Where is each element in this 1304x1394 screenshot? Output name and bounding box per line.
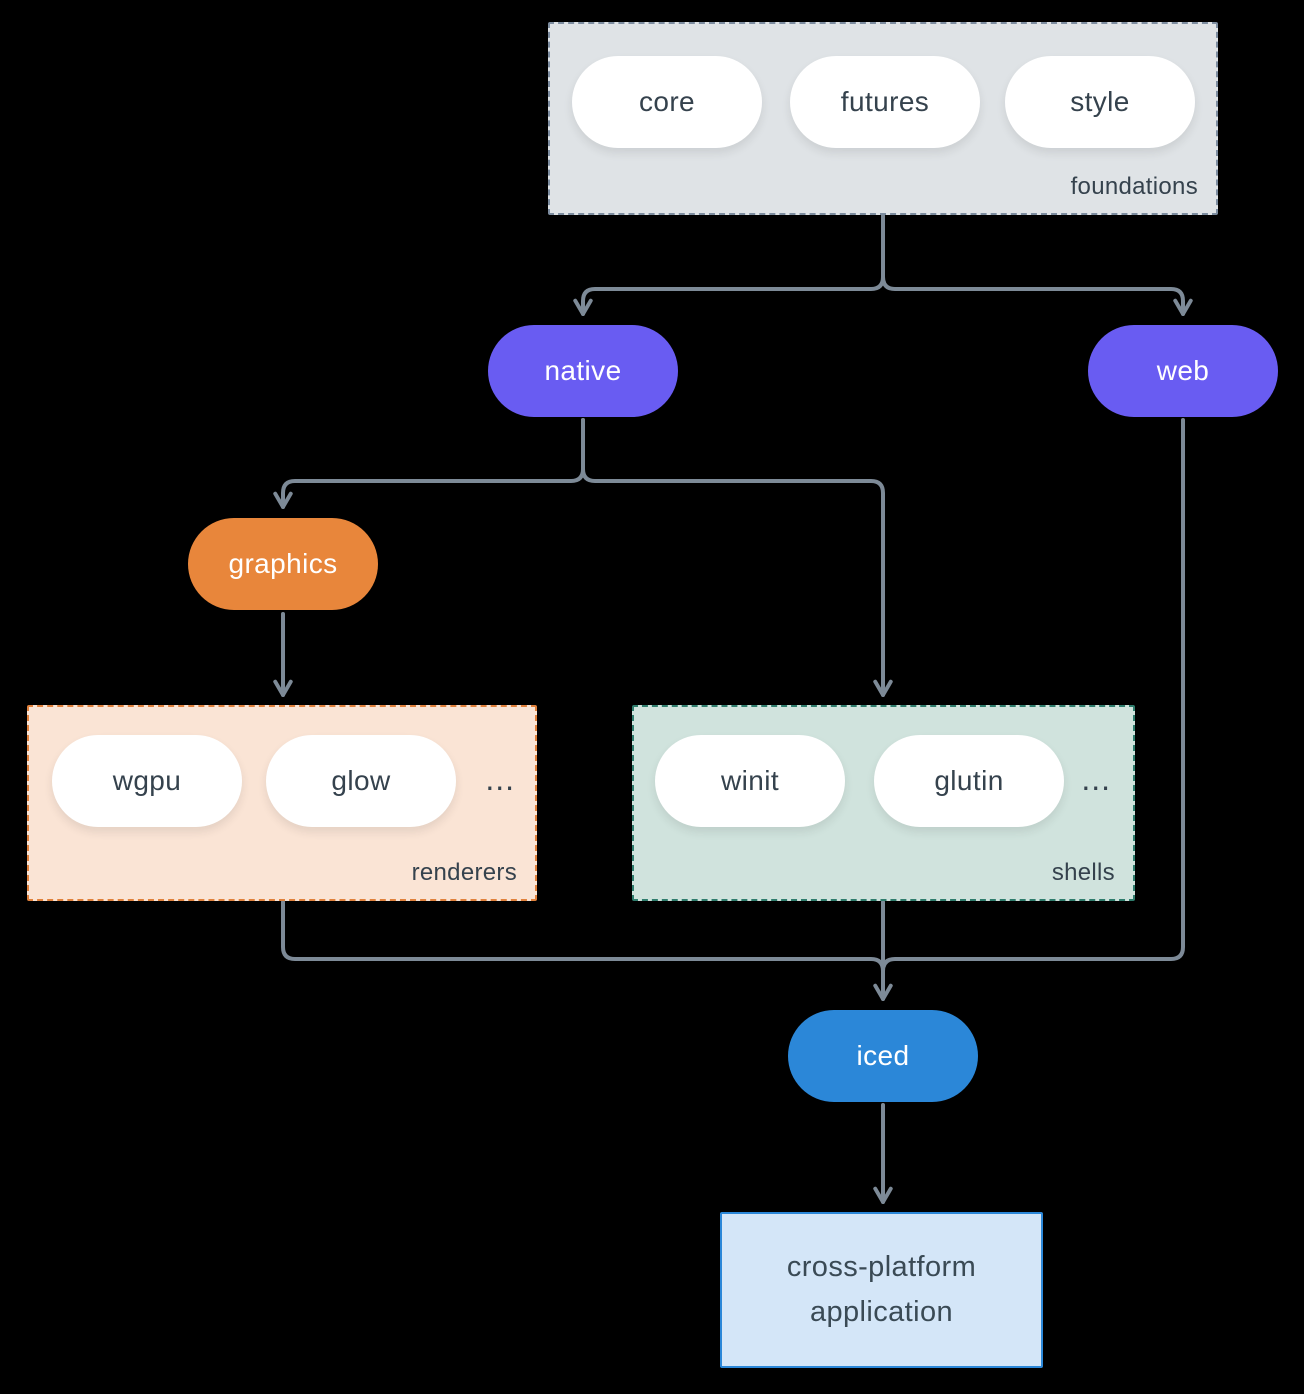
edge-native-graphics	[273, 418, 585, 509]
node-glow: glow	[266, 735, 456, 827]
edge-foundations-web	[881, 214, 1193, 316]
application-label-line1: cross-platform	[786, 1251, 977, 1283]
renderers-more-ellipsis: ...	[485, 761, 515, 797]
renderers-label: renderers	[411, 859, 517, 886]
shells-label: shells	[1051, 859, 1115, 886]
foundations-group: core futures style foundations	[548, 22, 1218, 215]
application-label-line2: application	[809, 1296, 954, 1328]
node-web: web	[1088, 325, 1278, 417]
edge-foundations-native	[573, 214, 885, 316]
edge-renderers-iced	[281, 900, 885, 973]
node-iced: iced	[788, 1010, 978, 1102]
foundations-label: foundations	[1070, 173, 1198, 200]
node-graphics: graphics	[188, 518, 378, 610]
node-core: core	[572, 56, 762, 148]
node-futures: futures	[790, 56, 980, 148]
node-style: style	[1005, 56, 1195, 148]
shells-more-ellipsis: ...	[1081, 761, 1111, 797]
edge-native-shells	[581, 418, 893, 697]
node-wgpu: wgpu	[52, 735, 242, 827]
node-winit: winit	[655, 735, 845, 827]
node-native: native	[488, 325, 678, 417]
shells-group: winit glutin ... shells	[632, 705, 1135, 901]
renderers-group: wgpu glow ... renderers	[27, 705, 537, 901]
node-cross-platform-application: cross-platform application	[720, 1212, 1043, 1368]
node-glutin: glutin	[874, 735, 1064, 827]
